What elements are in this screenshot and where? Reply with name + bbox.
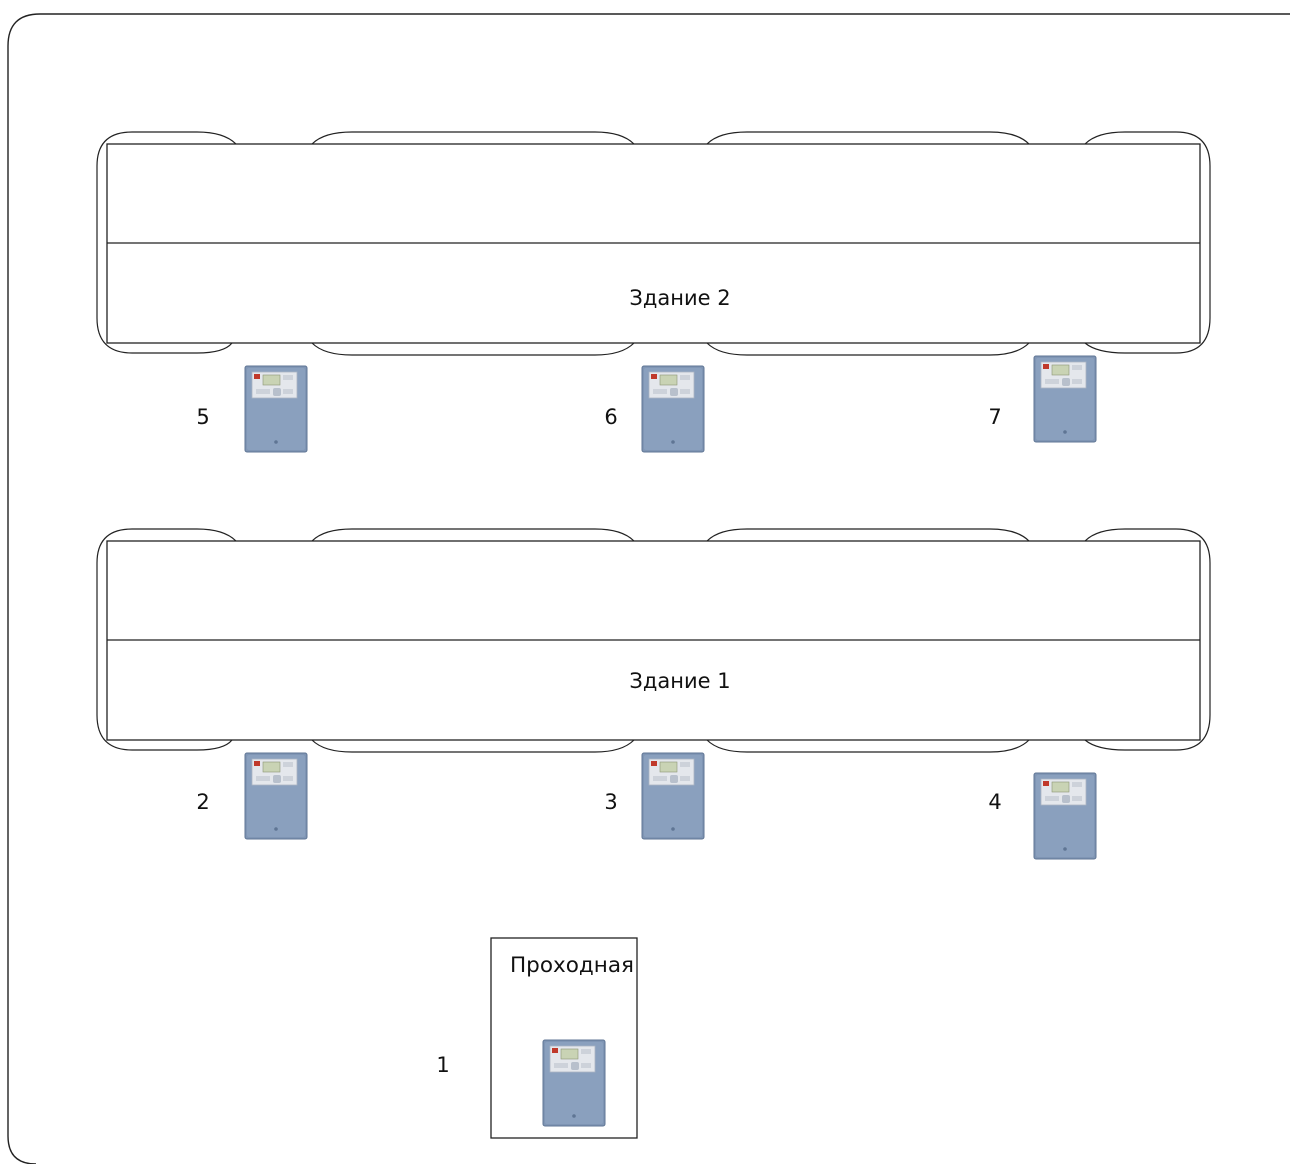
device-number-label: 4 [988,790,1001,814]
control-panel-icon [1033,355,1097,443]
control-panel-icon [244,365,308,453]
device-5[interactable]: 5 [196,365,308,453]
control-panel-icon [641,752,705,840]
device-4[interactable]: 4 [988,772,1097,860]
control-panel-icon [244,752,308,840]
control-panel-icon [641,365,705,453]
building-1-label: Здание 1 [629,669,730,693]
device-number-label: 6 [604,405,617,429]
device-2[interactable]: 2 [196,752,308,840]
building-1 [96,528,1211,753]
device-3[interactable]: 3 [604,752,705,840]
building-2-label: Здание 2 [629,286,730,310]
device-6[interactable]: 6 [604,365,705,453]
checkpoint-box [490,937,638,1139]
checkpoint-label: Проходная [510,953,634,977]
site-boundary [7,13,1290,1164]
device-1[interactable]: 1 [436,1039,606,1127]
device-number-label: 5 [196,405,209,429]
device-number-label: 2 [196,790,209,814]
building-2 [96,131,1211,356]
control-panel-icon [1033,772,1097,860]
device-number-label: 1 [436,1053,449,1077]
device-number-label: 7 [988,405,1001,429]
device-number-label: 3 [604,790,617,814]
device-7[interactable]: 7 [988,355,1097,443]
control-panel-icon [542,1039,606,1127]
